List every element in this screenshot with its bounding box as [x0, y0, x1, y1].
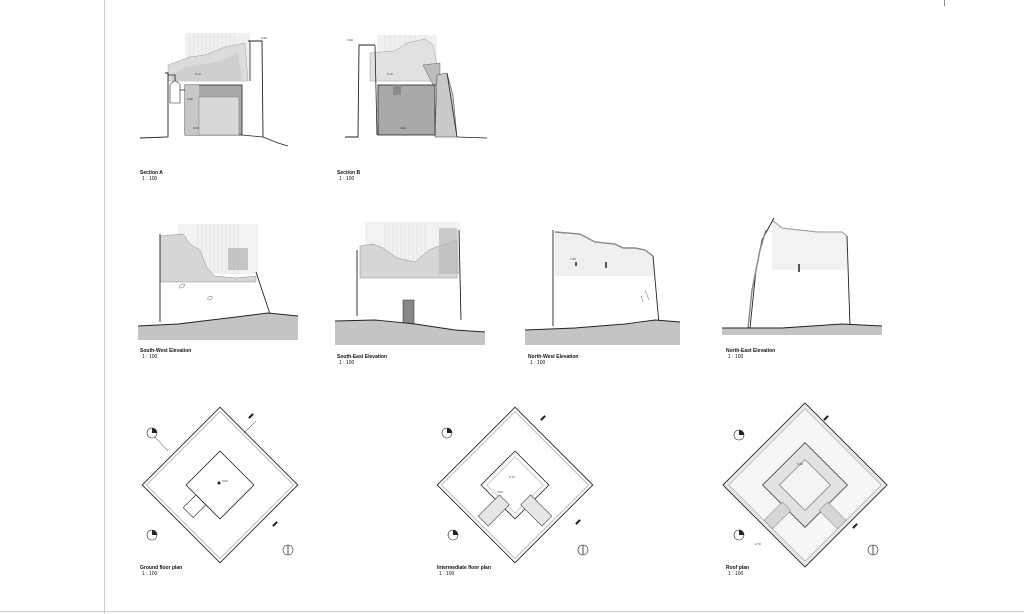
- sheet-border-right: [944, 0, 945, 6]
- roof-plan-drawing: 6.90 2.70: [722, 402, 888, 568]
- sw-elevation-caption: South-West Elevation 1 : 100: [140, 348, 191, 360]
- drawing-title: North-West Elevation: [528, 354, 579, 360]
- drawing-scale: 1 : 100: [339, 176, 355, 182]
- drawing-scale: 1 : 100: [142, 571, 158, 577]
- drawing-title: Section B: [337, 170, 361, 176]
- intermediate-floor-plan-drawing: 3.00 5.72: [436, 406, 594, 564]
- section-b-caption: Section B 1 : 100: [337, 170, 360, 182]
- drawing-scale: 1 : 100: [142, 176, 158, 182]
- sheet-border-left: [104, 0, 105, 614]
- nw-elevation-drawing: 7.05: [524, 230, 681, 345]
- drawing-scale: 1 : 100: [530, 360, 546, 366]
- intermediate-plan-caption: Intermediate floor plan 1 : 100: [437, 565, 491, 577]
- nw-elevation-label: 7.05: [570, 257, 576, 261]
- ne-elevation-drawing: [722, 217, 883, 335]
- drawing-scale: 1 : 100: [439, 571, 455, 577]
- roof-plan-level-label: 2.70: [755, 542, 761, 546]
- ground-plan-caption: Ground floor plan 1 : 100: [140, 565, 182, 577]
- section-b-level-label: 5.72: [387, 72, 393, 76]
- section-b-drawing: 6.90 5.72 0.00: [345, 35, 488, 139]
- ground-floor-plan-drawing: 0.00: [141, 406, 299, 564]
- section-a-caption: Section A 1 : 100: [140, 170, 163, 182]
- drawing-title: Intermediate floor plan: [437, 565, 491, 571]
- section-a-level-label: 5.72: [195, 72, 201, 76]
- section-b-level-label: 0.00: [400, 126, 406, 130]
- se-elevation-caption: South-East Elevation 1 : 100: [337, 354, 387, 366]
- drawing-title: Ground floor plan: [140, 565, 183, 571]
- drawing-scale: 1 : 100: [728, 571, 744, 577]
- ground-plan-level-label: 0.00: [222, 479, 228, 483]
- drawing-title: South-East Elevation: [337, 354, 388, 360]
- intermediate-plan-level-label: 5.72: [509, 475, 515, 479]
- drawing-scale: 1 : 100: [728, 354, 744, 360]
- se-elevation-drawing: [334, 222, 486, 345]
- drawing-title: South-West Elevation: [140, 348, 192, 354]
- drawing-title: Section A: [140, 170, 163, 176]
- section-a-level-label: 6.90: [261, 36, 267, 40]
- drawing-title: North-East Elevation: [726, 348, 776, 354]
- drawing-scale: 1 : 100: [339, 360, 355, 366]
- section-a-level-label: 6.90: [187, 97, 193, 101]
- sheet-border-bottom: [0, 611, 1024, 612]
- nw-elevation-caption: North-West Elevation 1 : 100: [528, 354, 578, 366]
- roof-plan-caption: Roof plan 1 : 100: [726, 565, 749, 577]
- section-a-drawing: 6.90 5.72 6.90 0.00: [139, 33, 289, 147]
- section-b-level-label: 6.90: [347, 38, 353, 42]
- drawing-scale: 1 : 100: [142, 354, 158, 360]
- ne-elevation-caption: North-East Elevation 1 : 100: [726, 348, 775, 360]
- section-a-level-label: 0.00: [193, 126, 199, 130]
- sw-elevation-drawing: [137, 224, 299, 340]
- roof-plan-level-label: 6.90: [797, 462, 803, 466]
- intermediate-plan-level-label: 3.00: [497, 490, 503, 494]
- drawing-title: Roof plan: [726, 565, 750, 571]
